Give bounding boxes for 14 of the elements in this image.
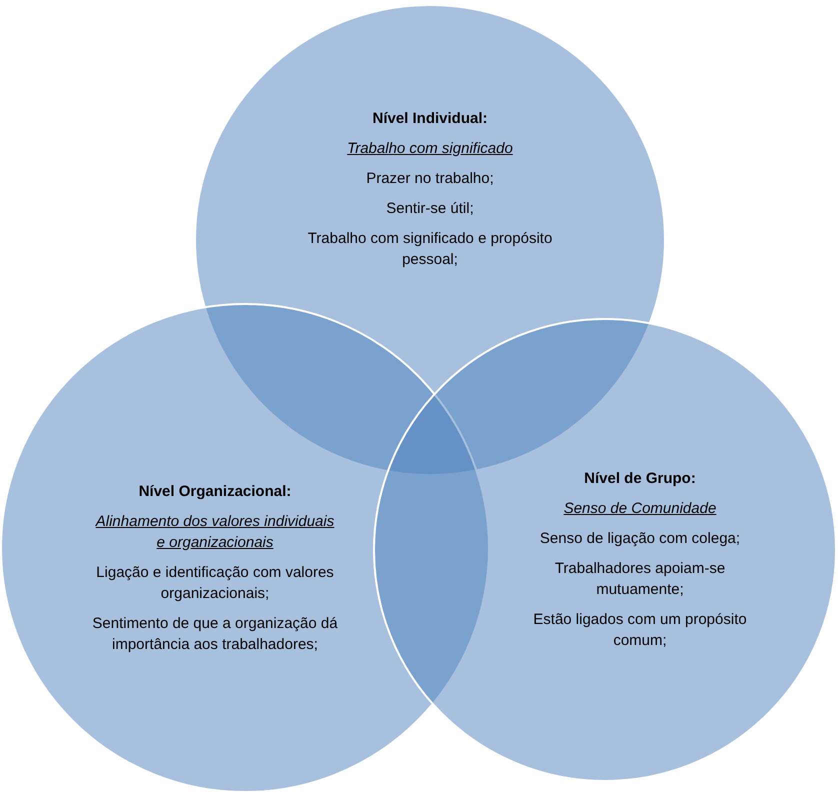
list-item: Senso de ligação com colega; [540, 529, 740, 549]
list-item: Estão ligados com um propósito comum; [532, 610, 748, 651]
list-item: Ligação e identificação com valores organizacionais; [95, 563, 335, 604]
list-item: Trabalho com significado e propósito pessoal; [306, 229, 554, 270]
subtitle: Alinhamento dos valores individuais e organizacionais [94, 512, 336, 553]
heading: Nível Organizacional: [138, 482, 292, 502]
heading: Nível de Grupo: [584, 469, 696, 489]
list-item: Sentimento de que a organização dá importância aos trabalhadores; [91, 614, 339, 655]
subtitle: Senso de Comunidade [564, 499, 716, 519]
list-item: Prazer no trabalho; [366, 169, 494, 189]
subtitle: Trabalho com significado [347, 139, 513, 159]
list-item: Trabalhadores apoiam-se mutuamente; [554, 559, 726, 600]
heading: Nível Individual: [372, 109, 488, 129]
list-item: Sentir-se útil; [386, 199, 474, 219]
